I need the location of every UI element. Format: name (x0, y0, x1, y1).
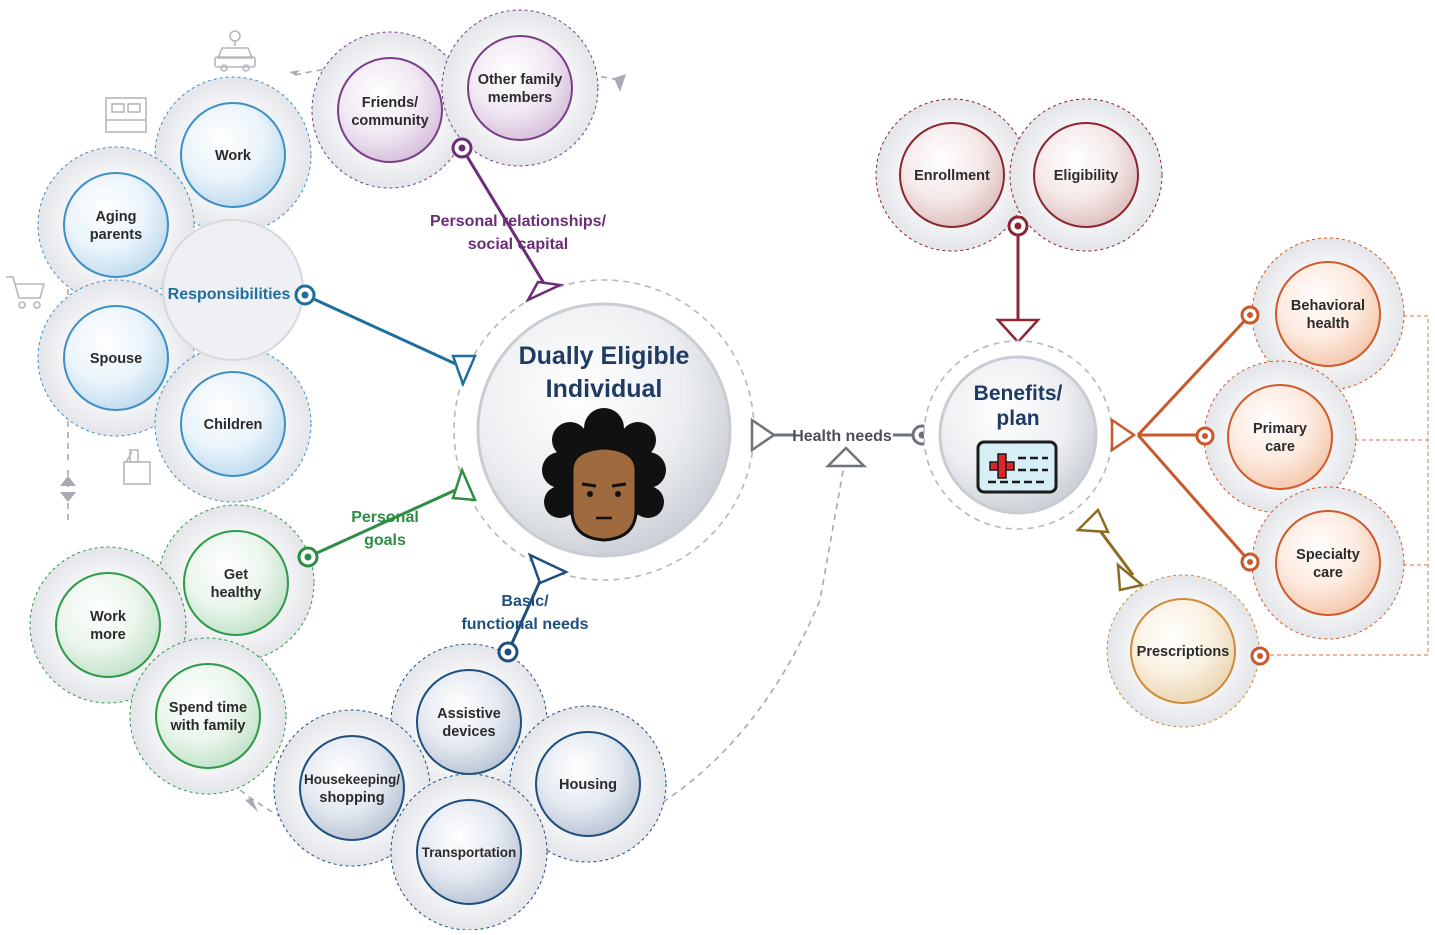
spouse-label: Spouse (90, 351, 142, 367)
responsibilities-cluster: Work Aging parents Spouse Children Respo… (37, 76, 316, 503)
spend-time-label-1: Spend time (169, 700, 247, 716)
goals-cluster: Get healthy Work more Spend time with fa… (29, 504, 419, 795)
center-title-1: Dually Eligible (519, 342, 690, 370)
person-face-icon (542, 408, 666, 542)
family-label-2: members (488, 90, 552, 106)
node-children[interactable]: Children (180, 371, 286, 477)
enrollment-cluster: Enrollment Eligibility (875, 98, 1163, 344)
housekeeping-label-1: Housekeeping/ (304, 772, 400, 787)
family-label-1: Other family (478, 72, 563, 88)
basic-label-2: functional needs (461, 616, 588, 633)
aging-parents-label-2: parents (90, 227, 142, 243)
enrollment-label: Enrollment (914, 168, 990, 184)
primary-label-2: care (1265, 439, 1295, 455)
center-title-2: Individual (546, 375, 663, 403)
node-spouse[interactable]: Spouse (63, 305, 169, 411)
node-get-healthy[interactable]: Get healthy (183, 530, 289, 636)
benefits-title-1: Benefits/ (974, 382, 1063, 405)
node-assistive-devices[interactable]: Assistive devices (416, 669, 522, 775)
node-transportation[interactable]: Transportation (416, 799, 522, 905)
spend-time-label-2: with family (170, 718, 246, 734)
node-specialty-care[interactable]: Specialty care (1275, 510, 1381, 616)
node-work[interactable]: Work (180, 102, 286, 208)
behavioral-label-1: Behavioral (1291, 298, 1365, 314)
prescriptions-arrow-down (1116, 562, 1145, 592)
node-behavioral-health[interactable]: Behavioral health (1275, 261, 1381, 367)
node-enrollment[interactable]: Enrollment (899, 122, 1005, 228)
eligibility-label: Eligibility (1054, 168, 1118, 184)
assistive-label-1: Assistive (437, 706, 501, 722)
specialty-label-2: care (1313, 565, 1343, 581)
prescriptions-label: Prescriptions (1137, 644, 1230, 660)
node-housing[interactable]: Housing (535, 731, 641, 837)
cart-icon (6, 276, 46, 309)
node-friends-community[interactable]: Friends/ community (337, 57, 443, 163)
housekeeping-label-2: shopping (319, 790, 384, 806)
node-primary-care[interactable]: Primary care (1227, 384, 1333, 490)
housing-label: Housing (559, 777, 617, 793)
transportation-label: Transportation (422, 845, 517, 860)
work-more-label-2: more (90, 627, 125, 643)
services-arrowhead (1110, 417, 1137, 453)
relationships-cluster: Friends/ community Other family members … (311, 9, 607, 253)
goals-label-1: Personal (351, 509, 419, 526)
responsibilities-label: Responsibilities (168, 286, 291, 303)
benefits-plan[interactable]: Benefits/ plan (923, 340, 1113, 530)
work-more-label-1: Work (90, 609, 127, 625)
benefits-title-2: plan (996, 407, 1039, 430)
node-housekeeping-shopping[interactable]: Housekeeping/ shopping (299, 735, 405, 841)
behavioral-label-2: health (1307, 316, 1350, 332)
enrollment-arrowhead (995, 318, 1041, 344)
health-services-cluster: Behavioral health Primary care Specialty… (1106, 237, 1405, 728)
node-work-more[interactable]: Work more (55, 572, 161, 678)
node-other-family[interactable]: Other family members (467, 35, 573, 141)
work-label: Work (215, 148, 252, 164)
friends-label-1: Friends/ (362, 95, 418, 111)
basic-label-1: Basic/ (501, 593, 549, 610)
center-arrowheads (451, 280, 868, 585)
prescriptions-arrow-up (1075, 507, 1111, 534)
car-icon (214, 30, 256, 72)
bed-icon (105, 97, 147, 133)
get-healthy-label-2: healthy (211, 585, 262, 601)
relationships-label-1: Personal relationships/ (430, 213, 607, 230)
get-healthy-label-1: Get (224, 567, 248, 583)
goals-label-2: goals (364, 532, 406, 549)
node-eligibility[interactable]: Eligibility (1033, 122, 1139, 228)
primary-label-1: Primary (1253, 421, 1307, 437)
node-aging-parents[interactable]: Aging parents (63, 172, 169, 278)
assistive-label-2: devices (442, 724, 495, 740)
node-prescriptions[interactable]: Prescriptions (1130, 598, 1236, 704)
children-label: Children (204, 417, 263, 433)
node-spend-time-family[interactable]: Spend time with family (155, 663, 261, 769)
relationships-label-2: social capital (468, 236, 569, 253)
health-needs-label: Health needs (792, 428, 892, 445)
friends-label-2: community (351, 113, 428, 129)
insurance-card-icon (976, 440, 1058, 494)
specialty-label-1: Specialty (1296, 547, 1360, 563)
basic-needs-cluster: Assistive devices Housekeeping/ shopping… (273, 593, 667, 931)
center-individual[interactable]: Dually Eligible Individual (453, 279, 755, 581)
cleaning-supplies-icon (123, 449, 151, 485)
aging-parents-label-1: Aging (95, 209, 136, 225)
